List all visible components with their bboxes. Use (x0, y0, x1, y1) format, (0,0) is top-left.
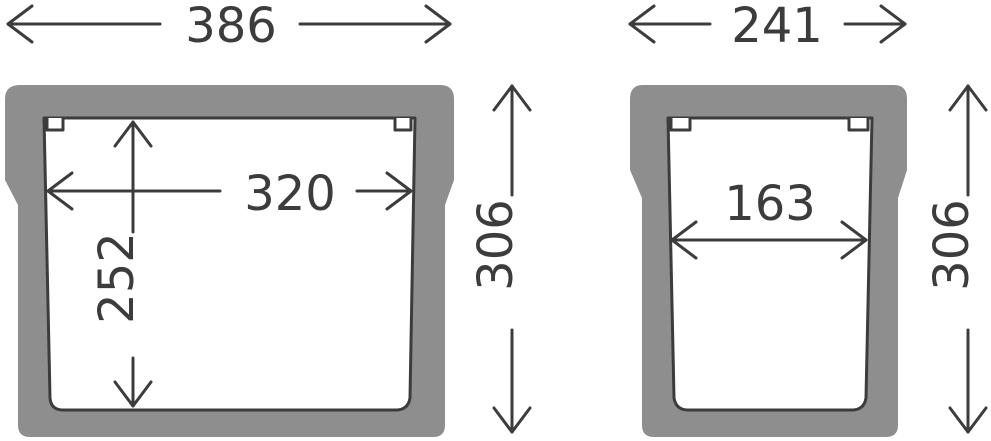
large-outer-height-label: 306 (468, 199, 524, 291)
small-outer-height-dimension: 306 (924, 84, 988, 434)
arrow-down-icon (113, 380, 153, 408)
large-outer-width-label: 386 (185, 0, 277, 54)
arrow-down-icon (948, 406, 988, 434)
large-inner-width-dimension: 320 (46, 166, 413, 222)
arrow-down-icon (492, 406, 532, 434)
small-inner-width-dimension: 163 (670, 176, 868, 260)
arrow-up-icon (948, 84, 988, 112)
large-bin-notch-left (45, 118, 65, 132)
small-bin (630, 85, 907, 437)
arrow-right-icon (879, 4, 907, 44)
small-bin-notch-left (669, 118, 692, 132)
arrow-right-icon (840, 220, 868, 260)
small-outer-width-dimension: 241 (628, 0, 907, 54)
large-inner-width-label: 320 (244, 166, 336, 222)
large-inner-height-label: 252 (89, 232, 145, 324)
large-bin-notch-right (393, 118, 413, 132)
large-inner-height-dimension: 252 (89, 120, 153, 408)
arrow-right-icon (385, 171, 413, 211)
small-bin-cavity (666, 116, 874, 412)
small-outer-width-label: 241 (731, 0, 823, 54)
small-bin-notch-right (847, 118, 870, 132)
small-inner-width-label: 163 (724, 176, 816, 232)
arrow-up-icon (492, 84, 532, 112)
large-bin (5, 85, 454, 437)
arrow-left-icon (46, 171, 74, 211)
arrow-left-icon (670, 220, 698, 260)
arrow-left-icon (6, 4, 34, 44)
large-outer-width-dimension: 386 (6, 0, 452, 54)
small-outer-height-label: 306 (924, 199, 980, 291)
large-outer-height-dimension: 306 (468, 84, 532, 434)
arrow-right-icon (424, 4, 452, 44)
arrow-left-icon (628, 4, 656, 44)
arrow-up-icon (113, 120, 153, 148)
